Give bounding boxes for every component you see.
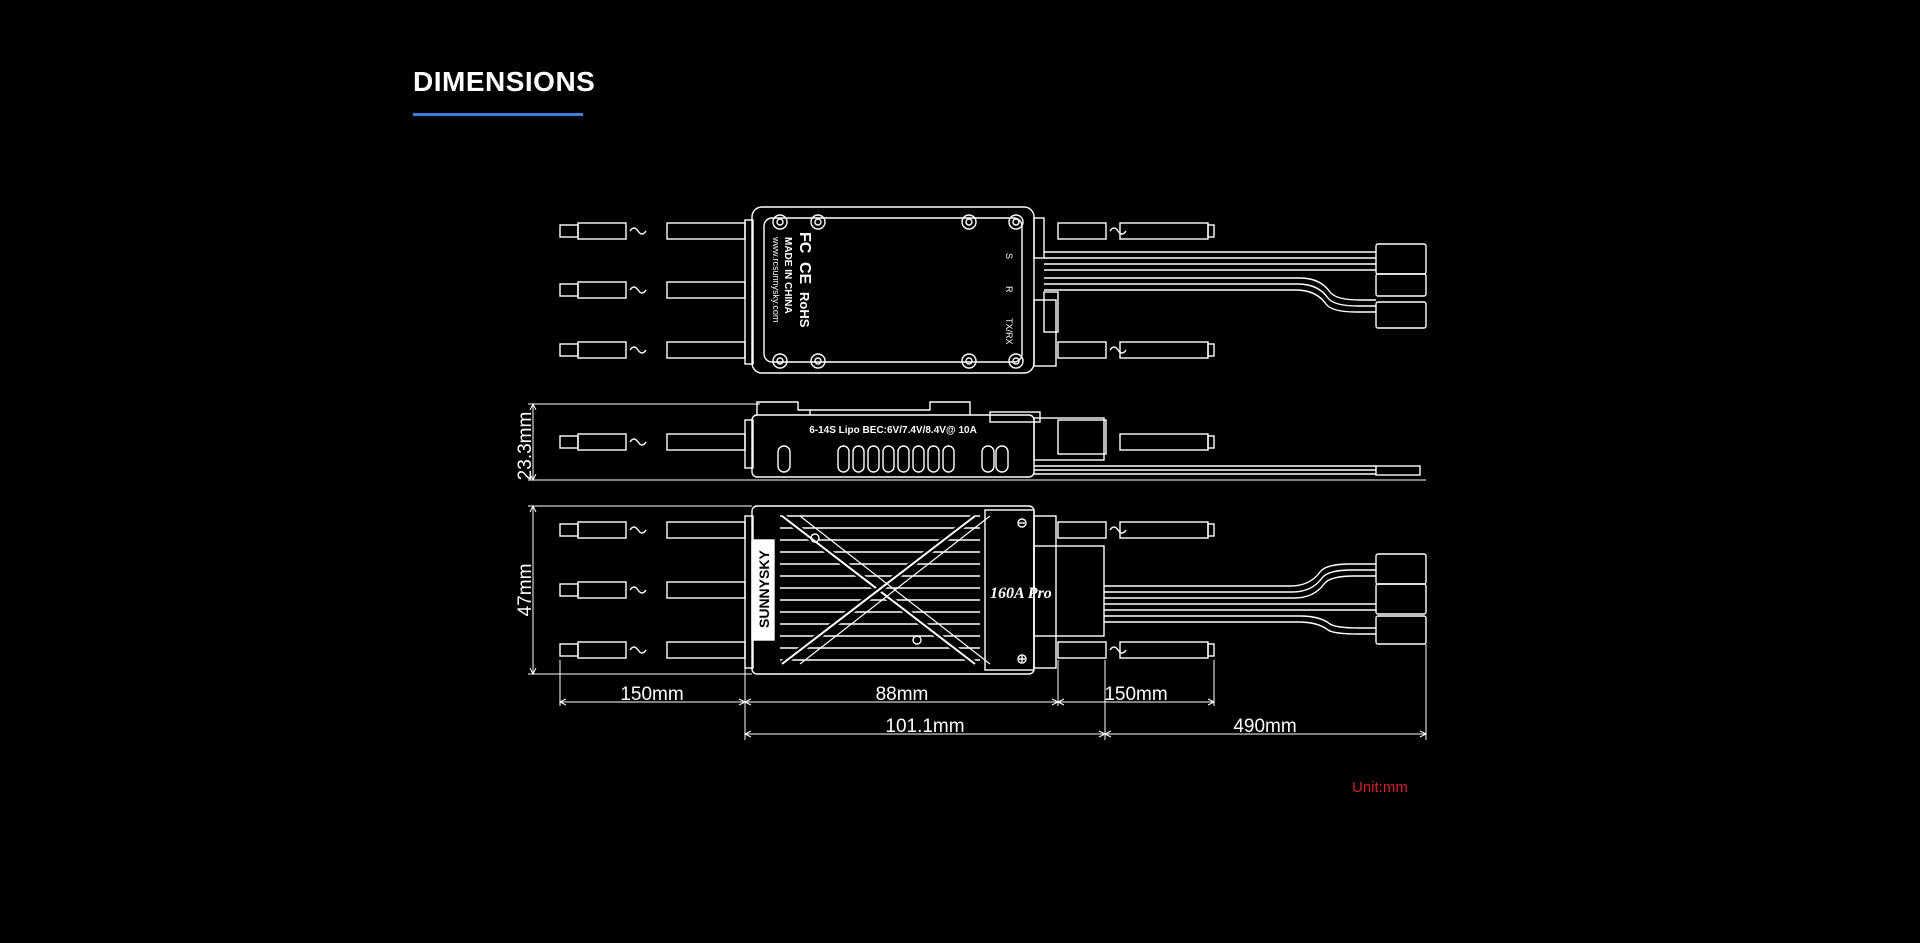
brand-label: SUNNYSKY — [756, 550, 772, 628]
bec-spec: 6-14S Lipo BEC:6V/7.4V/8.4V@ 10A — [809, 425, 977, 436]
heatsink-fins — [780, 513, 991, 667]
side-view: 6-14S Lipo BEC:6V/7.4V/8.4V@ 10A — [559, 401, 1421, 478]
dim-height-side: 23.3mm — [515, 412, 536, 481]
top-view: FC CE RoHS MADE IN CHINA www.rcsunnysky.… — [559, 206, 1427, 374]
bottom-view: SUNNYSKY 160A Pro — [559, 505, 1427, 675]
unit-note: Unit:mm — [1352, 779, 1408, 796]
made-in-china: MADE IN CHINA — [782, 237, 793, 314]
model-label: 160A Pro — [990, 585, 1052, 602]
dim-body: 88mm — [876, 684, 929, 705]
pin-s: S — [1004, 253, 1014, 259]
top-case — [751, 206, 1035, 374]
website: www.rcsunnysky.com — [771, 236, 781, 322]
pin-txrx: TX/RX — [1004, 318, 1014, 345]
pin-r: R — [1004, 286, 1014, 293]
title-underline — [413, 113, 583, 116]
dim-signal-wire: 490mm — [1233, 716, 1296, 737]
dim-height-bottom: 47mm — [515, 564, 536, 617]
motor-wires-left-top — [559, 222, 746, 359]
screw — [772, 214, 788, 230]
dim-wire-left: 150mm — [620, 684, 683, 705]
dimension-lines — [528, 402, 1428, 740]
dim-wire-right: 150mm — [1104, 684, 1167, 705]
rohs-mark: RoHS — [797, 292, 812, 328]
section-title: DIMENSIONS — [413, 66, 596, 97]
ce-mark: CE — [796, 262, 813, 285]
dim-overall-body: 101.1mm — [885, 716, 964, 737]
fc-mark: FC — [796, 232, 813, 254]
